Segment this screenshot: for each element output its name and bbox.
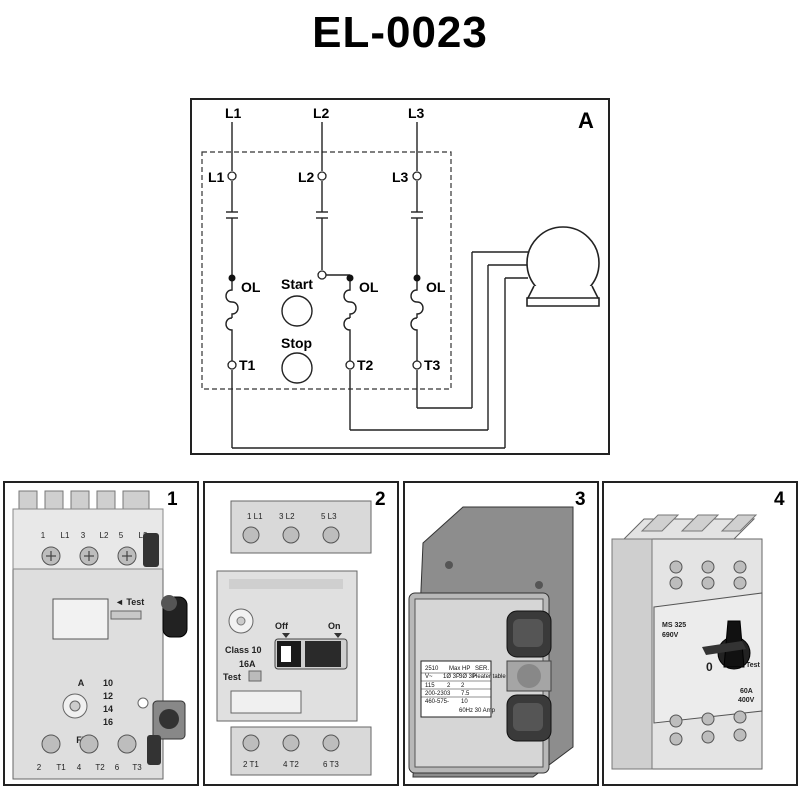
opt3-row1-b: 2 (461, 683, 465, 689)
opt3-row2-v: 200-230 (425, 691, 448, 697)
opt3-row2-b: 7.5 (461, 691, 470, 697)
line-l2-top: L2 (313, 105, 330, 121)
stop-button (281, 352, 313, 384)
opt1-bot-term-2: T1 (56, 763, 66, 772)
opt3-nameplate: 2510 Max HP SER. V~ 1Ø 3P 3Ø 3P Heater t… (420, 660, 506, 718)
start-button (281, 295, 313, 327)
option-2-panel[interactable]: 2 1 L1 3 L2 5 L3 Class 10 16A Test Off O… (203, 481, 399, 786)
opt3-plate-s1: V~ (425, 674, 433, 680)
option-2-number: 2 (375, 489, 386, 510)
opt1-bot-term-4: T2 (95, 763, 105, 772)
opt2-top-term-2: 3 L2 (279, 512, 295, 521)
opt2-class-label: Class 10 (225, 645, 262, 655)
opt1-bot-term-6: T3 (132, 763, 142, 772)
option-1-panel[interactable]: 1 1 L1 3 L2 5 L3 ◄ Test A 10 12 14 16 F (3, 481, 199, 786)
opt3-plate-s4: Heater table (473, 674, 506, 680)
opt3-row3-v: 460-575 (425, 699, 448, 705)
start-label: Start (281, 276, 313, 292)
line-l2-inner: L2 (298, 169, 315, 185)
option-4-panel[interactable]: 4 MS 325 690V 0 Test 60A 400V (602, 481, 798, 786)
terminal-t3: T3 (424, 357, 441, 373)
opt2-off-label: Off (275, 621, 289, 631)
opt1-top-term-3: 3 (81, 531, 86, 540)
opt1-bot-term-5: 6 (115, 763, 120, 772)
page-title: EL-0023 (312, 8, 488, 57)
overload-label-2: OL (359, 279, 379, 295)
opt2-bot-term-3: 6 T3 (323, 760, 339, 769)
terminal-t2: T2 (357, 357, 374, 373)
stop-label: Stop (281, 335, 312, 351)
opt4-rating-amp: 60A (740, 688, 753, 695)
opt4-rating-volt: 400V (738, 697, 755, 704)
opt3-plate-h3: SER. (475, 666, 489, 672)
option-3-number: 3 (575, 489, 586, 510)
motor-icon (526, 226, 600, 307)
overload-label-1: OL (241, 279, 261, 295)
opt3-plate-h1: 2510 (425, 666, 439, 672)
line-l1-inner: L1 (208, 169, 225, 185)
opt1-dial-header: A (78, 678, 85, 688)
opt2-on-label: On (328, 621, 341, 631)
line-l3-top: L3 (408, 105, 425, 121)
opt1-top-term-5: 5 (119, 531, 124, 540)
wiring-diagram: A L1 L2 L3 L1 L2 L3 (190, 98, 610, 455)
opt1-top-term-1: 1 (41, 531, 46, 540)
opt1-dial-16: 16 (103, 717, 113, 727)
option-1-number: 1 (167, 489, 178, 510)
line-l3-inner: L3 (392, 169, 409, 185)
option-3-panel[interactable]: 3 2510 Max HP SER. V~ 1Ø 3P 3Ø 3P Heater… (403, 481, 599, 786)
opt4-zero-label: 0 (706, 660, 713, 674)
opt2-bot-term-1: 2 T1 (243, 760, 259, 769)
opt1-test-label: ◄ Test (115, 597, 144, 607)
opt2-top-term-3: 5 L3 (321, 512, 337, 521)
opt2-amp-label: 16A (239, 659, 256, 669)
opt3-row3-b: 10 (461, 699, 468, 705)
opt3-plate-foot: 60Hz 30 Amp (459, 708, 496, 714)
opt3-plate-s2: 1Ø 3P (443, 674, 460, 680)
overload-label-3: OL (426, 279, 446, 295)
opt1-bot-term-3: 4 (77, 763, 82, 772)
opt3-plate-h2: Max HP (449, 666, 470, 672)
opt4-model-label: MS 325 (662, 622, 686, 629)
opt1-top-term-4: L2 (100, 531, 109, 540)
opt3-row1-a: 2 (447, 683, 451, 689)
opt4-test-label: Test (746, 662, 761, 669)
opt1-dial-12: 12 (103, 691, 113, 701)
panel-label: A (578, 108, 594, 133)
opt1-dial-14: 14 (103, 704, 113, 714)
terminal-t1: T1 (239, 357, 256, 373)
opt2-test-label: Test (223, 672, 241, 682)
opt3-row1-v: 115 (425, 683, 435, 689)
opt3-row3-a: - (447, 699, 449, 705)
opt4-voltage-label: 690V (662, 632, 679, 639)
opt3-plate-s3: 3Ø 3P (459, 674, 476, 680)
option-4-number: 4 (774, 489, 785, 510)
opt1-top-term-2: L1 (61, 531, 70, 540)
opt2-bot-term-2: 4 T2 (283, 760, 299, 769)
opt3-row2-a: 3 (447, 691, 451, 697)
starter-enclosure (201, 151, 452, 390)
opt1-bot-term-1: 2 (37, 763, 42, 772)
line-l1-top: L1 (225, 105, 242, 121)
opt1-dial-10: 10 (103, 678, 113, 688)
opt2-top-term-1: 1 L1 (247, 512, 263, 521)
